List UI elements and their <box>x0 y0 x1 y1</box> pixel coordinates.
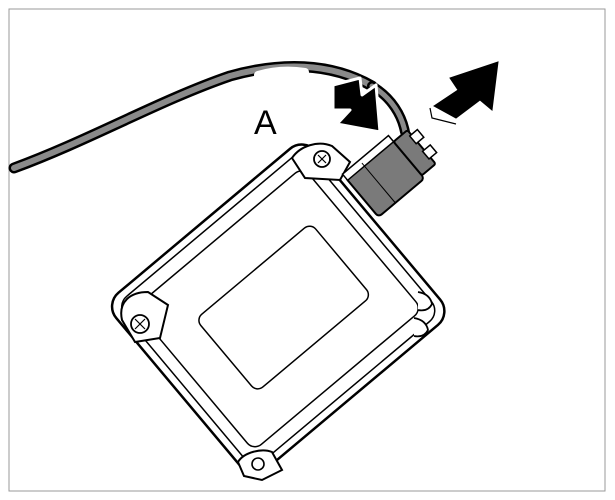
arrow-down-right-icon <box>331 76 382 134</box>
connector-plug <box>341 128 438 217</box>
control-module <box>110 143 446 475</box>
side-clips <box>413 291 433 338</box>
mounting-tab-left <box>120 290 170 344</box>
callout-label: A <box>254 104 277 142</box>
mounting-tab-bottom <box>236 449 284 482</box>
cable <box>8 61 378 174</box>
arrow-up-right-icon <box>429 61 499 125</box>
mounting-tab-top <box>290 142 352 182</box>
